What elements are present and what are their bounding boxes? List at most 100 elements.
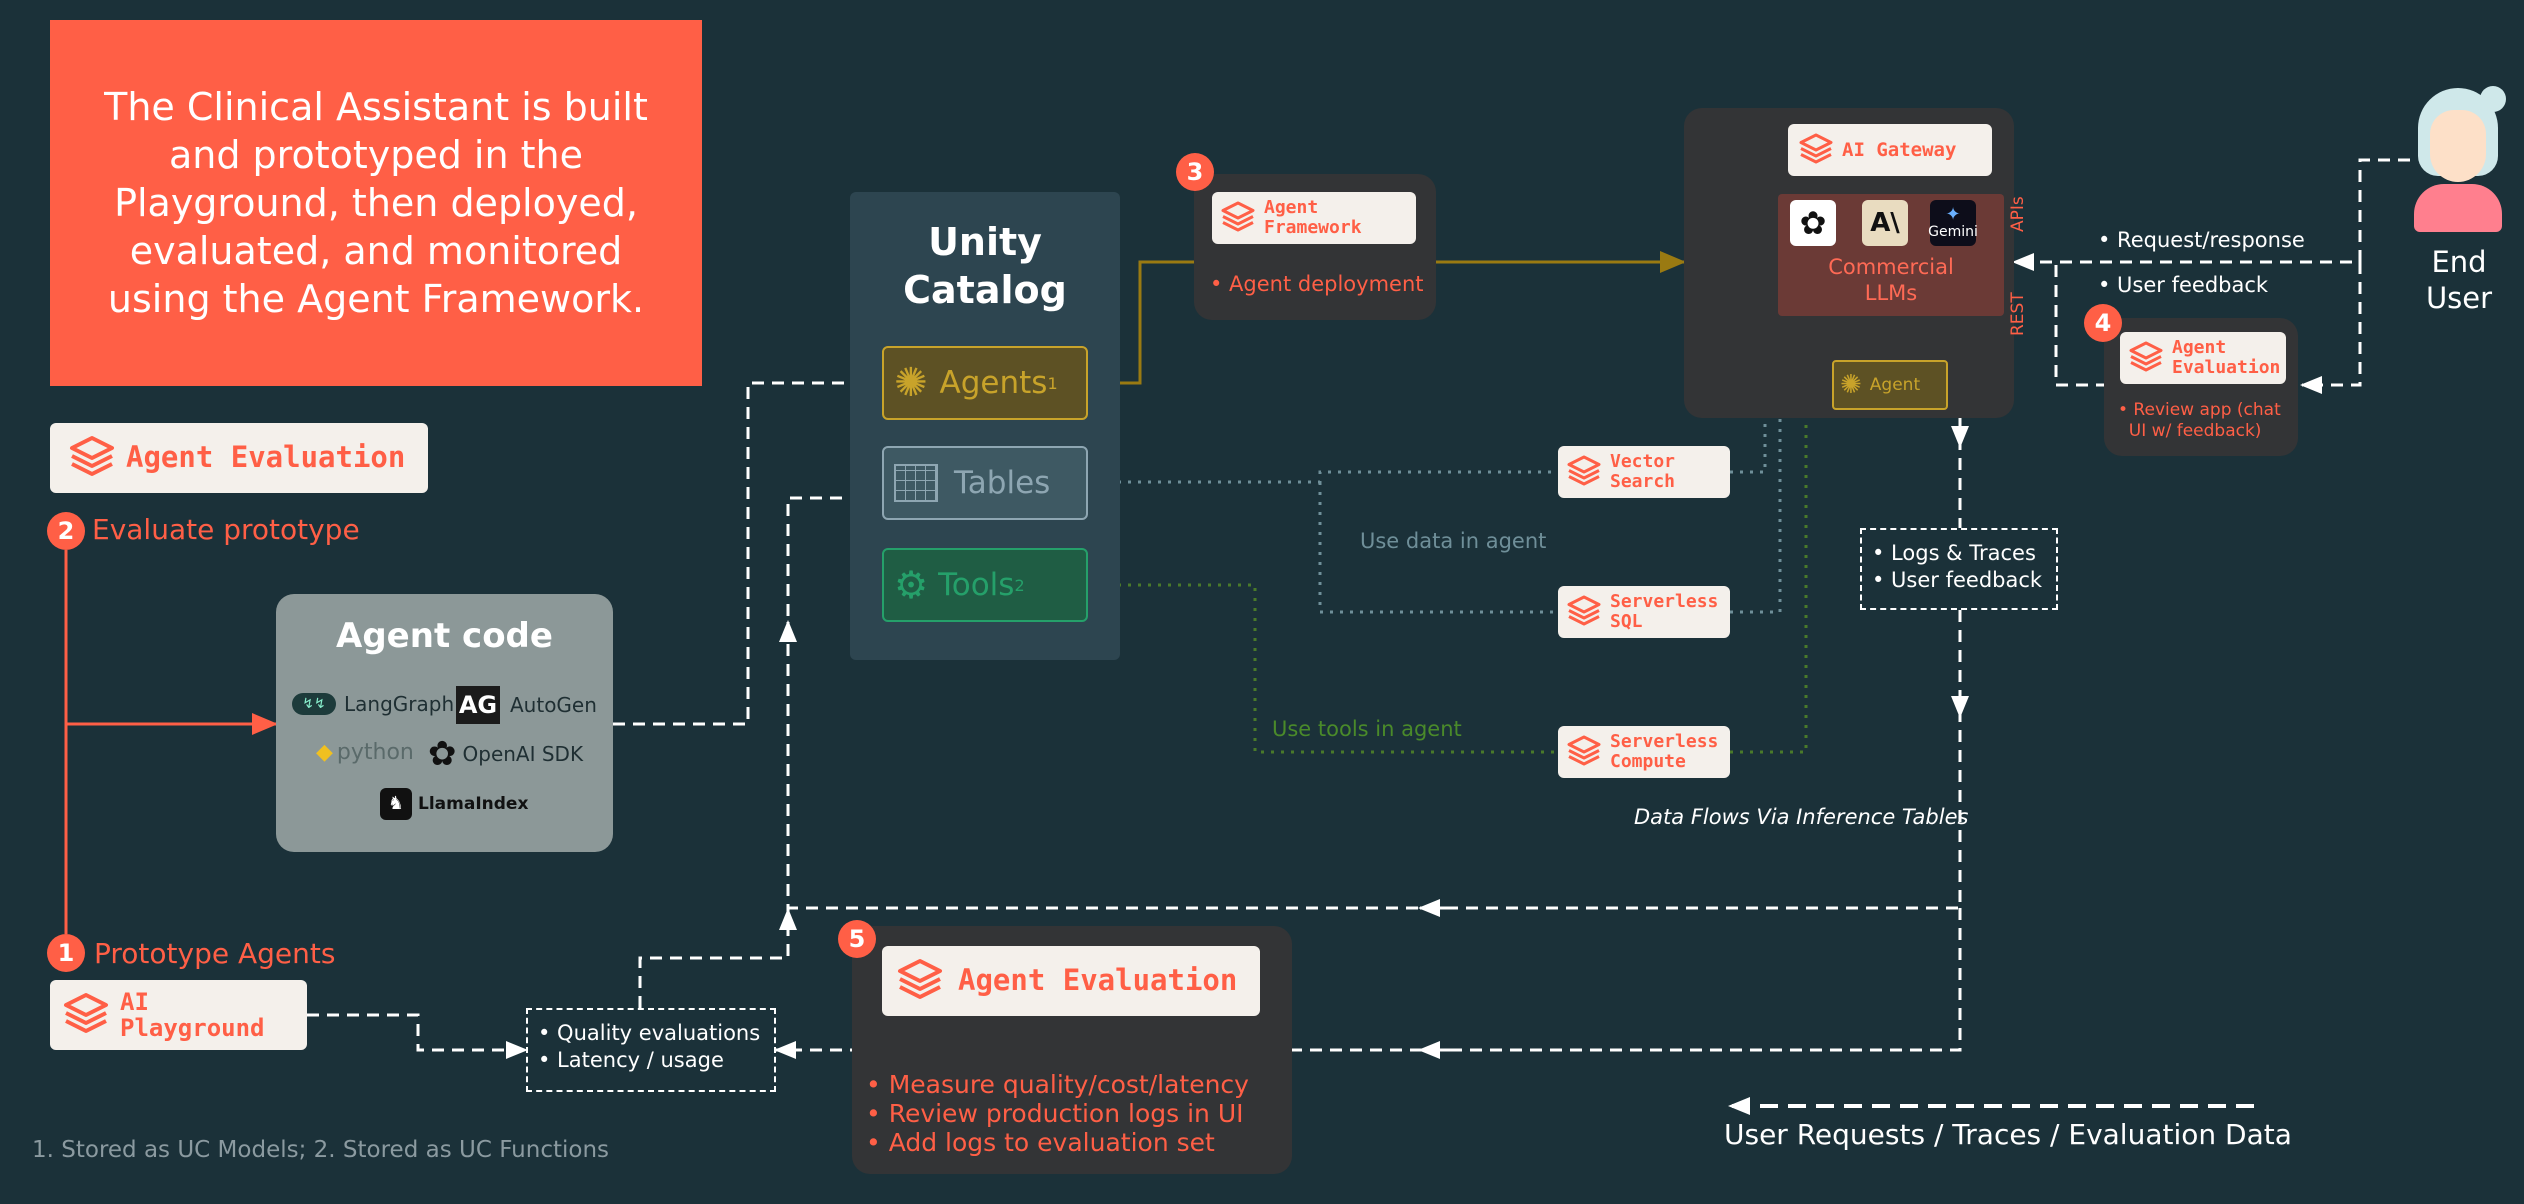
avatar-body bbox=[2414, 184, 2502, 232]
step3-bullet: • Agent deployment bbox=[1210, 272, 1424, 296]
uc-tools-sup: 2 bbox=[1014, 575, 1025, 595]
langgraph-icon: ↯↯ bbox=[292, 693, 336, 715]
serverless-compute-tag[interactable]: Serverless Compute bbox=[1558, 726, 1730, 778]
unity-catalog-title: Unity Catalog bbox=[903, 220, 1067, 312]
openai-sdk-logo: ✿ OpenAI SDK bbox=[428, 734, 583, 774]
autogen-icon: AG bbox=[456, 686, 500, 724]
end-user-label: End User bbox=[2425, 245, 2493, 315]
autogen-label: AutoGen bbox=[510, 693, 597, 717]
databricks-icon bbox=[1567, 735, 1601, 766]
ai-gateway-label: AI Gateway bbox=[1842, 138, 1957, 161]
ai-playground-label: AI Playground bbox=[120, 987, 265, 1042]
databricks-icon bbox=[898, 959, 942, 999]
gemini-label: Gemini bbox=[1928, 224, 1978, 240]
agent-evaluation-main-label: Agent Evaluation bbox=[958, 963, 1238, 998]
vector-search-tag[interactable]: Vector Search bbox=[1558, 446, 1730, 498]
dash-user-request bbox=[2012, 158, 2410, 271]
end-user-avatar bbox=[2410, 86, 2506, 232]
langgraph-logo: ↯↯ LangGraph bbox=[292, 692, 454, 716]
agent-code-box: Agent code ↯↯ LangGraph AG AutoGen ◆ pyt… bbox=[276, 594, 613, 852]
dot-compute-to-agent bbox=[1730, 385, 1808, 754]
agent-icon: ✺ bbox=[1840, 370, 1862, 400]
user-feedback-label: • User feedback bbox=[2098, 273, 2269, 297]
agent-evaluation-tag-review[interactable]: Agent Evaluation bbox=[2120, 332, 2286, 384]
dash-user-feedback bbox=[2300, 262, 2362, 394]
llamaindex-logo: ♞ LlamaIndex bbox=[380, 788, 528, 820]
step5-bullet-2: • Review production logs in UI bbox=[866, 1099, 1244, 1128]
agent-evaluation-review-label: Agent Evaluation bbox=[2172, 337, 2281, 378]
rest-label: REST bbox=[2008, 292, 2028, 336]
databricks-icon bbox=[1567, 455, 1601, 486]
llama-icon: ♞ bbox=[380, 788, 412, 820]
agent-framework-tag[interactable]: Agent Framework bbox=[1212, 192, 1416, 244]
avatar-bun bbox=[2480, 86, 2506, 112]
tools-icon: ⚙ bbox=[894, 563, 929, 607]
legend-label: User Requests / Traces / Evaluation Data bbox=[1724, 1118, 2292, 1151]
step5-badge: 5 bbox=[838, 920, 876, 958]
databricks-icon bbox=[64, 993, 108, 1033]
inference-label: Data Flows Via Inference Tables bbox=[1634, 805, 1969, 829]
avatar-face bbox=[2430, 110, 2486, 182]
commercial-llms-label: Commercial LLMs bbox=[1828, 255, 1954, 305]
step3-badge: 3 bbox=[1176, 153, 1214, 191]
serverless-compute-label: Serverless Compute bbox=[1610, 731, 1719, 772]
serverless-sql-label: Serverless SQL bbox=[1610, 591, 1719, 632]
vector-search-label: Vector Search bbox=[1610, 451, 1676, 492]
uc-agents-sup: 1 bbox=[1047, 373, 1058, 393]
uc-tables-item[interactable]: Tables bbox=[882, 446, 1088, 520]
databricks-icon bbox=[1221, 201, 1255, 232]
agent-evaluation-tag-main[interactable]: Agent Evaluation bbox=[882, 946, 1260, 1016]
agent-framework-label: Agent Framework bbox=[1264, 197, 1362, 238]
anthropic-logo: A\ bbox=[1862, 200, 1908, 246]
dot-tables-to-vector bbox=[1088, 470, 1558, 484]
step4-badge: 4 bbox=[2084, 304, 2122, 342]
databricks-icon bbox=[1567, 595, 1601, 626]
databricks-icon bbox=[1799, 133, 1833, 164]
intro-text: The Clinical Assistant is built and prot… bbox=[104, 85, 648, 321]
python-label: python bbox=[336, 740, 414, 765]
logs-item-2: • User feedback bbox=[1872, 568, 2043, 592]
step1-label: Prototype Agents bbox=[94, 937, 336, 970]
logs-item-1: • Logs & Traces bbox=[1872, 541, 2036, 565]
step1-badge: 1 bbox=[47, 934, 85, 972]
ai-gateway-tag[interactable]: AI Gateway bbox=[1788, 124, 1992, 176]
serving-agent-box[interactable]: ✺ Agent bbox=[1832, 360, 1948, 410]
databricks-icon bbox=[2129, 341, 2163, 372]
tables-icon bbox=[894, 464, 938, 502]
uc-tables-label: Tables bbox=[954, 465, 1051, 501]
serving-agent-label: Agent bbox=[1869, 375, 1921, 395]
logs-box: • Logs & Traces • User feedback bbox=[1860, 528, 2058, 610]
request-response-label: • Request/response bbox=[2098, 228, 2305, 252]
apis-label: APIs bbox=[2008, 196, 2028, 232]
step2-badge: 2 bbox=[47, 512, 85, 550]
python-logo: ◆ python bbox=[316, 740, 414, 765]
serverless-sql-tag[interactable]: Serverless SQL bbox=[1558, 586, 1730, 638]
quality-item-2: • Latency / usage bbox=[538, 1048, 724, 1072]
langgraph-label: LangGraph bbox=[344, 692, 455, 716]
quality-box: • Quality evaluations • Latency / usage bbox=[526, 1008, 776, 1092]
agent-evaluation-tag-label: Agent Evaluation bbox=[126, 440, 406, 475]
databricks-icon bbox=[70, 436, 114, 476]
agent-evaluation-tag-left[interactable]: Agent Evaluation bbox=[50, 423, 428, 493]
ai-playground-tag[interactable]: AI Playground bbox=[50, 980, 307, 1050]
autogen-logo: AG AutoGen bbox=[456, 686, 597, 724]
footnote: 1. Stored as UC Models; 2. Stored as UC … bbox=[32, 1137, 610, 1163]
step4-bullet: • Review app (chat UI w/ feedback) bbox=[2118, 400, 2281, 441]
quality-item-1: • Quality evaluations bbox=[538, 1021, 761, 1045]
dash-quality-to-tables bbox=[638, 489, 886, 1008]
openai-logo: ✿ bbox=[1790, 200, 1836, 246]
dot-tools-to-compute bbox=[1088, 583, 1558, 754]
dash-playground-to-quality bbox=[307, 1013, 528, 1059]
openai-sdk-label: OpenAI SDK bbox=[462, 742, 584, 766]
gemini-logo: ✦ Gemini bbox=[1928, 200, 1978, 246]
openai-icon: ✿ bbox=[428, 734, 457, 774]
dot-sql-to-agent bbox=[1730, 385, 1782, 614]
use-tools-label: Use tools in agent bbox=[1272, 717, 1462, 741]
dot-tables-to-sql bbox=[1318, 482, 1558, 614]
step5-bullet-3: • Add logs to evaluation set bbox=[866, 1128, 1215, 1157]
gemini-star-icon: ✦ bbox=[1945, 204, 1961, 225]
dash-review-to-serving bbox=[2054, 262, 2108, 387]
agent-code-title: Agent code bbox=[336, 616, 553, 656]
